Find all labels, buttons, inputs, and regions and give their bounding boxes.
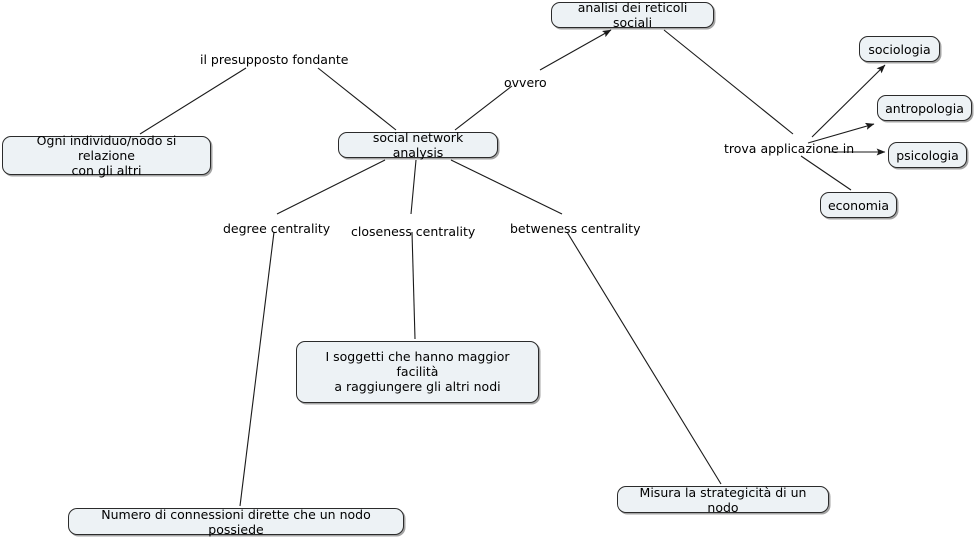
link-label-presupposto[interactable]: il presupposto fondante [200,52,349,67]
edge-e-applic-economia [800,155,852,191]
link-label-ovvero[interactable]: ovvero [504,75,547,90]
concept-node-economia[interactable]: economia [820,192,897,218]
edge-e-presupposto-ogni [139,67,247,135]
concept-node-ogni[interactable]: Ogni individuo/nodo si relazione con gli… [2,133,211,178]
edge-e-closeness-soggetti [411,231,416,340]
concept-node-antropologia[interactable]: antropologia [877,95,972,121]
edge-e-analisi-applic [663,29,794,135]
edge-e-applic-sociologia [811,64,886,138]
edge-e-sna-betweness [450,159,563,215]
link-label-betweness[interactable]: betweness centrality [510,221,641,236]
link-label-closeness[interactable]: closeness centrality [351,224,476,239]
concept-node-soggetti[interactable]: I soggetti che hanno maggior facilità a … [296,341,539,403]
concept-node-sna[interactable]: social network analysis [338,130,498,160]
concept-node-analisi[interactable]: analisi dei reticoli sociali [551,0,714,30]
edge-e-presupposto-sna [317,67,397,131]
concept-node-misura[interactable]: Misura la strategicità di un nodo [617,485,829,515]
edge-e-sna-ovvero [454,85,513,131]
edge-e-ovvero-analisi [539,29,612,71]
edge-e-sna-degree [276,159,386,215]
edge-e-betweness-misura [566,231,722,485]
edge-e-degree-numero [239,231,275,507]
link-label-degree[interactable]: degree centrality [223,221,331,236]
concept-node-psicologia[interactable]: psicologia [888,142,967,168]
edges [139,29,886,507]
concept-node-numero[interactable]: Numero di connessioni dirette che un nod… [68,507,404,537]
concept-node-sociologia[interactable]: sociologia [859,36,940,62]
edge-e-sna-closeness [410,159,417,215]
link-label-applicazione[interactable]: trova applicazione in [724,141,855,156]
